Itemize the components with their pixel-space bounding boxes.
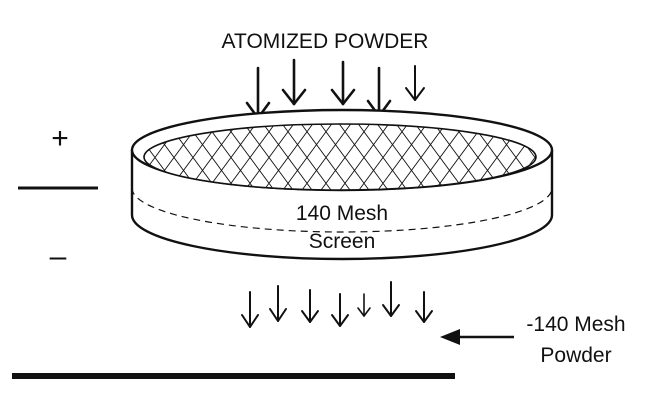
mesh-level-line — [131, 187, 553, 233]
mesh-wire — [557, 110, 627, 205]
arrow-down-icon — [331, 293, 349, 327]
mesh-wire — [614, 110, 650, 205]
mesh-wire — [633, 110, 650, 205]
plus-sign: + — [51, 122, 69, 155]
output-label-line2: Powder — [540, 344, 611, 367]
arrow-down-icon — [245, 66, 271, 120]
mesh-wire — [290, 124, 362, 190]
mesh-wire — [614, 110, 650, 205]
mesh-wire — [309, 124, 381, 190]
arrow-down-icon — [415, 291, 433, 323]
output-label-line1: -140 Mesh — [526, 313, 625, 336]
arrow-down-icon — [330, 60, 356, 106]
incoming-arrows — [245, 58, 425, 120]
mesh-wire — [0, 110, 57, 205]
arrow-down-icon — [269, 285, 287, 322]
minus-sign: – — [50, 240, 67, 273]
mesh-wire — [595, 110, 650, 205]
mesh-wire — [0, 110, 57, 205]
mesh-wire — [595, 110, 650, 205]
mesh-wire — [0, 110, 38, 205]
screen-label-line2: Screen — [309, 230, 376, 253]
mesh-wire — [0, 110, 19, 205]
mesh-wire — [0, 110, 19, 205]
arrow-down-icon — [366, 66, 392, 118]
screen-label-line1: 140 Mesh — [296, 202, 388, 225]
arrow-down-icon — [301, 289, 319, 323]
mesh-wire — [576, 110, 646, 205]
arrow-left-icon — [440, 329, 514, 345]
outgoing-arrows — [241, 281, 433, 328]
mesh-wire — [633, 110, 650, 205]
arrow-down-icon — [281, 58, 307, 106]
mesh-wire — [576, 110, 646, 205]
arrow-down-icon — [405, 65, 425, 101]
mesh-wire — [63, 110, 133, 205]
arrow-down-icon — [241, 291, 259, 328]
title-label: ATOMIZED POWDER — [222, 30, 429, 53]
mesh-wire — [328, 124, 400, 190]
arrow-down-icon — [357, 293, 371, 317]
mesh-wire — [63, 110, 133, 205]
sieve — [0, 108, 650, 261]
mesh-wire — [0, 110, 38, 205]
arrow-down-icon — [382, 281, 400, 317]
mesh-wire — [557, 110, 627, 205]
